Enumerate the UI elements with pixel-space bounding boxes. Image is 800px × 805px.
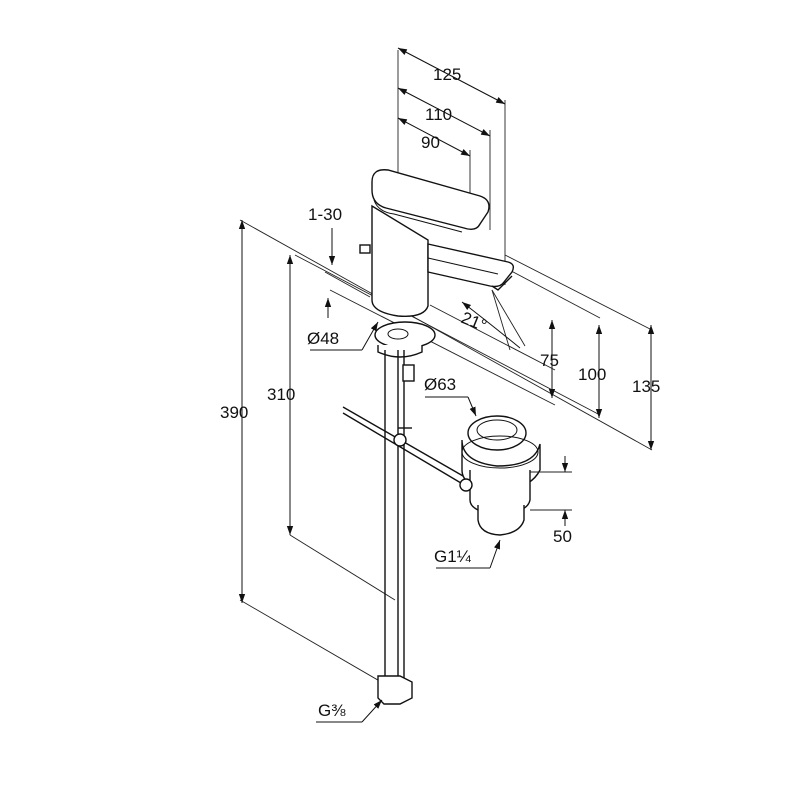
label-390: 390 [220, 403, 248, 422]
label-75: 75 [540, 351, 559, 370]
rod-clamp [393, 433, 407, 447]
popup-rod [342, 406, 471, 487]
label-g114: G1¼ [434, 547, 472, 566]
left-dimensions: 390 310 [220, 220, 396, 691]
label-125: 125 [433, 65, 461, 84]
drain-cap [467, 415, 527, 451]
label-100: 100 [578, 365, 606, 384]
label-110: 110 [425, 105, 452, 124]
popup-knob [359, 244, 371, 254]
spout-angle: 21° [459, 289, 526, 351]
top-dimensions: 125 110 90 [397, 47, 506, 285]
label-d63: Ø63 [424, 375, 456, 394]
lever-stroke-dimension: 1-30 [308, 205, 371, 318]
spout [427, 243, 515, 288]
hose-fitting [402, 364, 415, 382]
label-angle: 21° [459, 308, 490, 335]
right-dimensions: 75 100 135 [239, 219, 660, 451]
lever-handle [371, 169, 490, 231]
label-d48: Ø48 [307, 329, 339, 348]
label-310: 310 [267, 385, 295, 404]
faucet-body [359, 169, 515, 705]
label-135: 135 [632, 377, 660, 396]
diameter-callouts: Ø48 Ø63 G1¼ G⅜ [307, 321, 501, 723]
dim-line-90 [397, 117, 471, 157]
faucet-column [371, 204, 429, 317]
mounting-nut [377, 345, 423, 358]
label-1-30: 1-30 [308, 205, 342, 224]
label-g38: G⅜ [318, 701, 346, 720]
drain-tail [477, 505, 525, 536]
label-50: 50 [553, 527, 572, 546]
label-90: 90 [421, 133, 440, 152]
rod-connector [459, 478, 473, 492]
hose-end-fitting [377, 675, 413, 705]
dim-line-110 [397, 87, 491, 137]
base-ring [374, 321, 436, 349]
drain-waste: 50 [459, 415, 572, 546]
